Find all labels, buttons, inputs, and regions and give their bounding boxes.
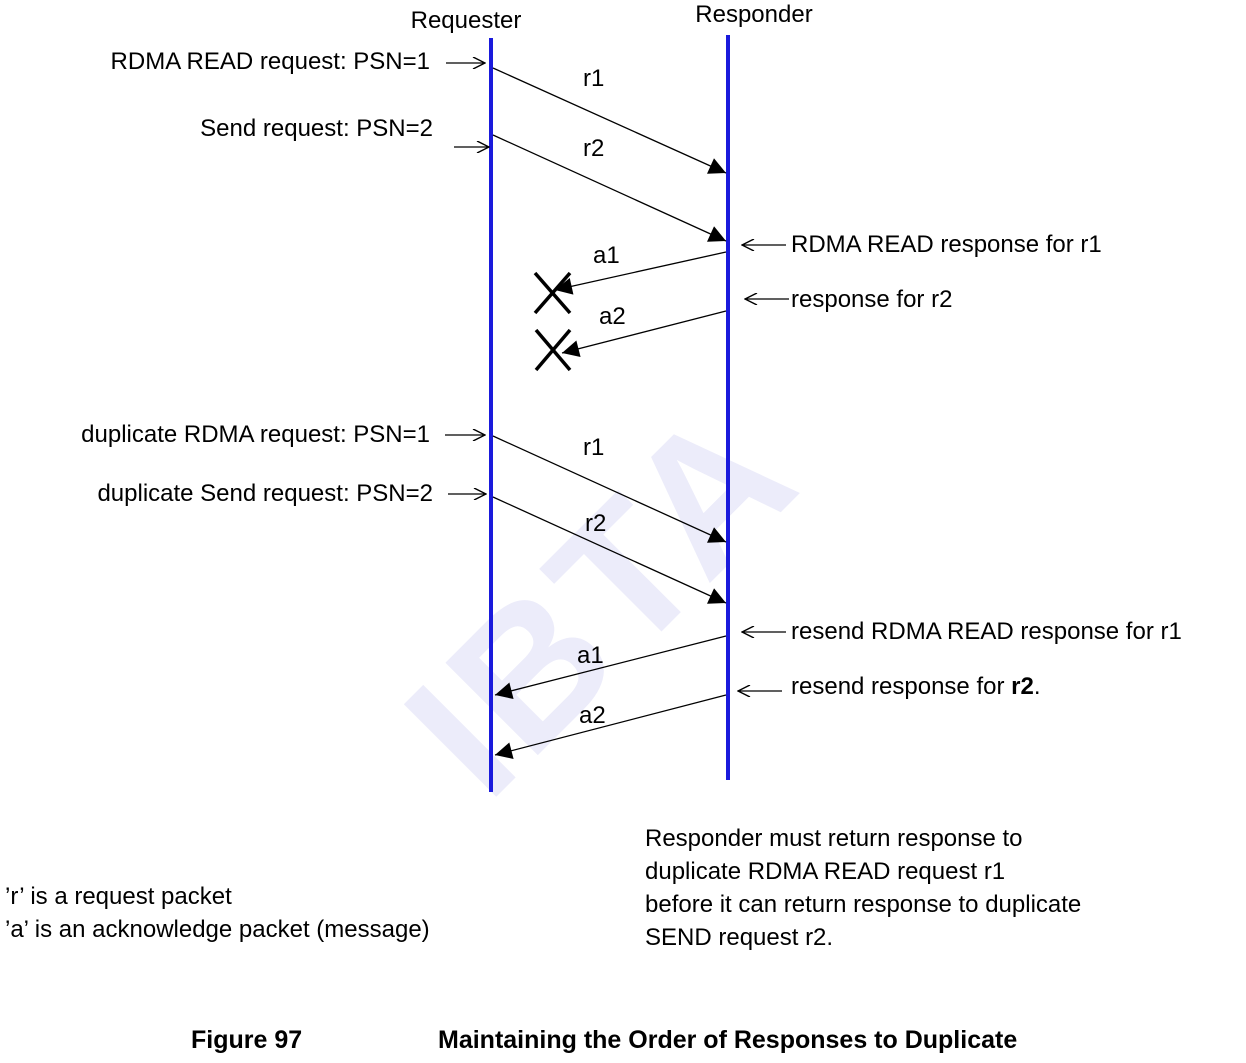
- explanatory-note: Responder must return response to duplic…: [645, 822, 1081, 954]
- annotation-resend-rdma-read-response: resend RDMA READ response for r1: [791, 618, 1182, 645]
- legend-line-request: ’r’ is a request packet: [5, 883, 232, 910]
- lost-packet-x-icon: [534, 328, 572, 372]
- message-arrow-r1-duplicate: [492, 435, 727, 543]
- figure-number: Figure 97: [191, 1026, 303, 1054]
- annotation-resend-response-r2: resend response for r2.: [791, 673, 1040, 700]
- annotation-duplicate-rdma-request: duplicate RDMA request: PSN=1: [81, 421, 430, 448]
- message-arrow-a2-resend: [494, 694, 727, 759]
- message-label-a1: a1: [593, 242, 620, 269]
- note-line: Responder must return response to: [645, 825, 1023, 852]
- legend-line-acknowledge: ’a’ is an acknowledge packet (message): [5, 916, 430, 943]
- message-arrow-a2-lost: [561, 310, 727, 358]
- message-label-r2-duplicate: r2: [585, 510, 606, 537]
- annotation-send-request: Send request: PSN=2: [200, 115, 433, 142]
- message-label-r1: r1: [583, 65, 604, 92]
- figure-title: Maintaining the Order of Responses to Du…: [438, 1026, 1018, 1054]
- annotation-response-r2: response for r2: [791, 286, 952, 313]
- message-label-r1-duplicate: r1: [583, 434, 604, 461]
- message-label-a1-resend: a1: [577, 642, 604, 669]
- message-arrow-r2: [492, 134, 727, 242]
- message-arrow-a1-resend: [494, 635, 727, 700]
- annotation-rdma-read-response: RDMA READ response for r1: [791, 231, 1102, 258]
- note-line: duplicate RDMA READ request r1: [645, 858, 1006, 885]
- message-arrow-r1: [492, 67, 727, 174]
- message-label-r2: r2: [583, 135, 604, 162]
- annotation-rdma-read-request: RDMA READ request: PSN=1: [111, 48, 430, 75]
- annotation-duplicate-send-request: duplicate Send request: PSN=2: [97, 480, 433, 507]
- message-label-a2-resend: a2: [579, 702, 606, 729]
- lost-packet-x-icon: [533, 271, 572, 315]
- message-label-a2: a2: [599, 303, 626, 330]
- note-line: before it can return response to duplica…: [645, 891, 1082, 918]
- message-arrow-a1-lost: [554, 251, 727, 295]
- message-arrow-r2-duplicate: [492, 496, 727, 604]
- requester-label: Requester: [411, 7, 522, 34]
- legend: ’r’ is a request packet ’a’ is an acknow…: [5, 880, 430, 946]
- responder-label: Responder: [695, 1, 812, 28]
- note-line: SEND request r2.: [645, 924, 834, 951]
